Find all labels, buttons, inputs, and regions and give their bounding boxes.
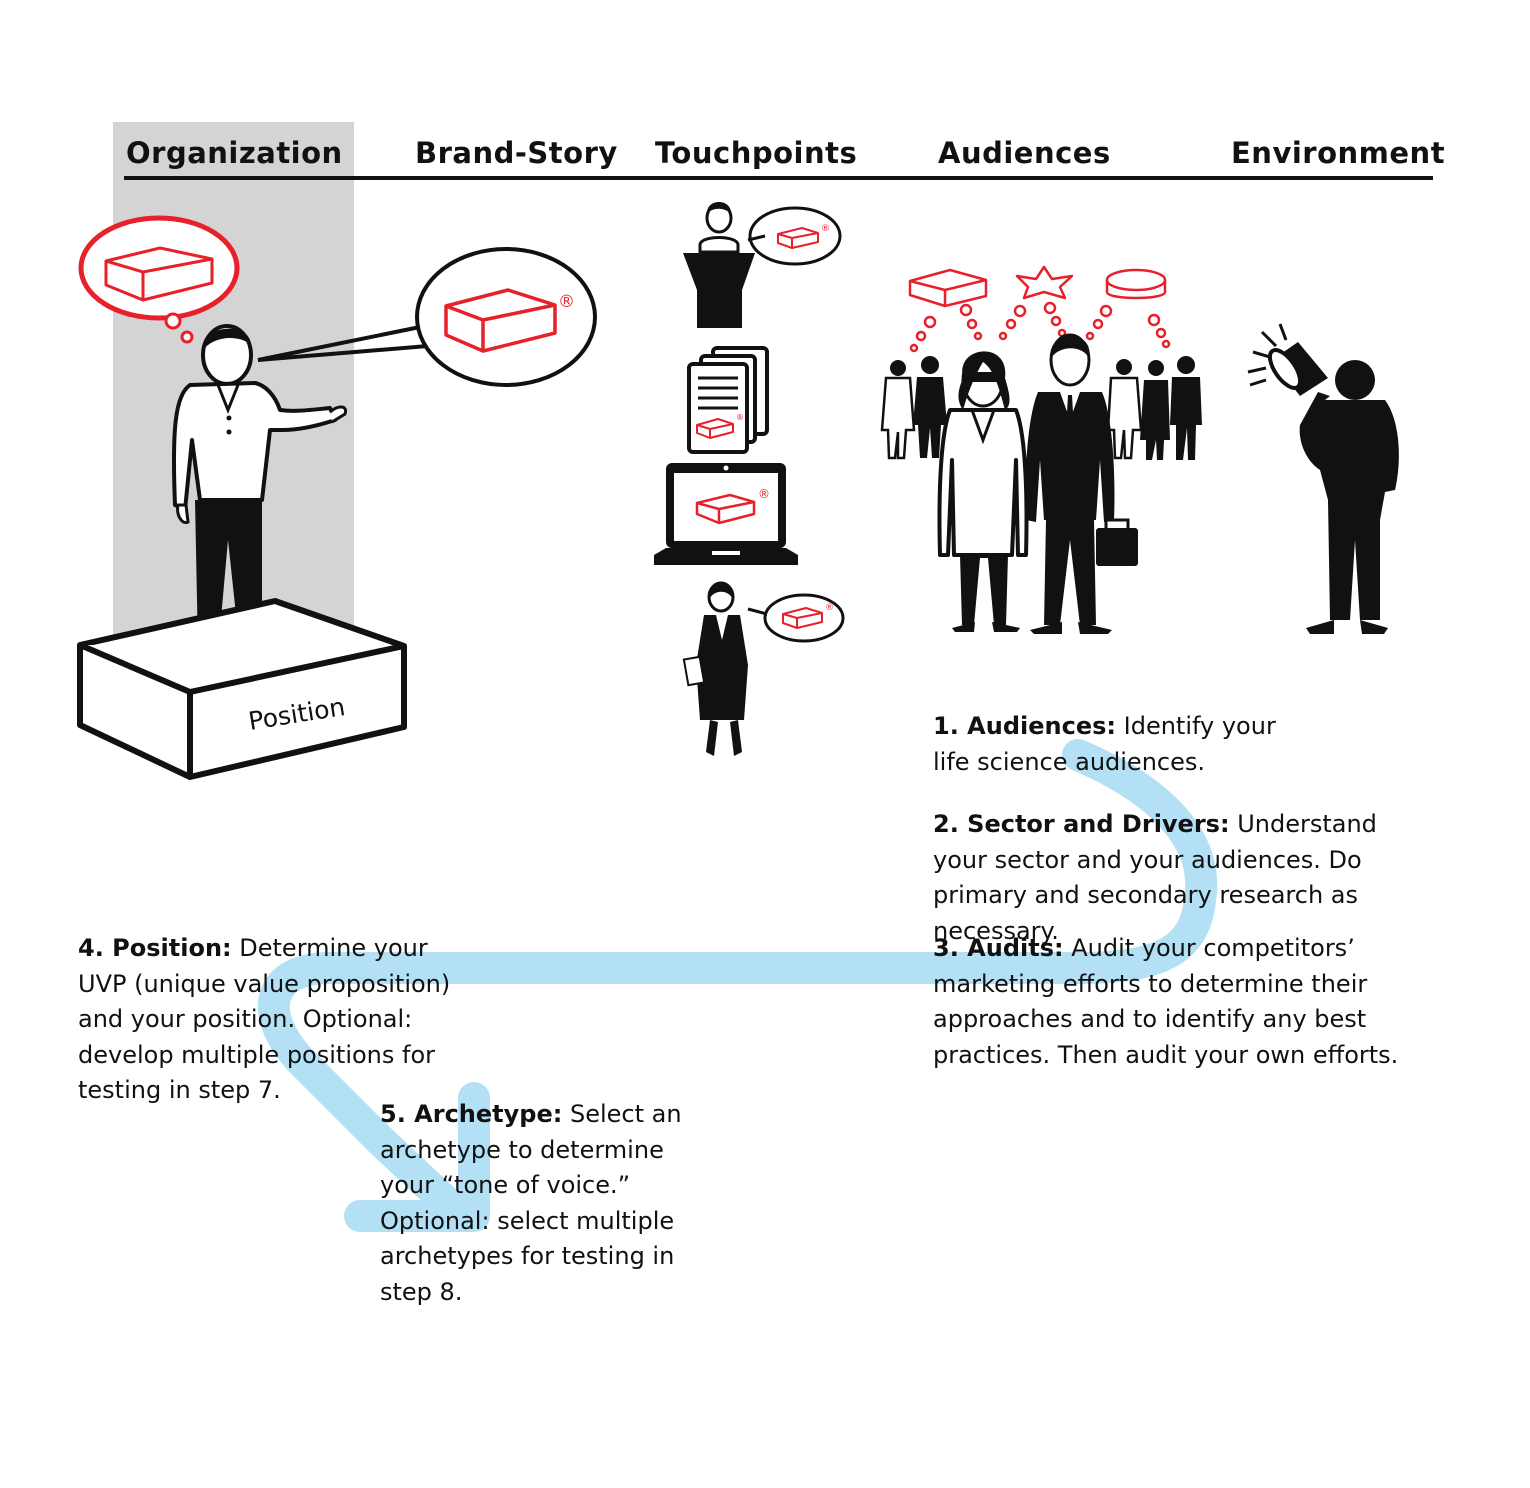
step-3-text: Audit your competitors’ marketing effort… — [933, 934, 1399, 1069]
svg-text:®: ® — [558, 292, 575, 312]
step-2-sector-drivers: 2. Sector and Drivers: Understand your s… — [933, 807, 1428, 949]
header-rule — [124, 176, 1433, 180]
step-4-lead: 4. Position: — [78, 934, 232, 962]
svg-text:®: ® — [825, 603, 834, 613]
process-path-arrowhead — [344, 1082, 490, 1232]
step-4-position: 4. Position: Determine your UVP (unique … — [78, 931, 478, 1109]
audience-thought-icons — [908, 265, 1171, 353]
step-1-text: Identify your life science audiences. — [933, 712, 1276, 776]
podium-speaker-icon: ® — [683, 202, 842, 328]
audience-crowd-icon — [880, 356, 1202, 460]
step-1-audiences: 1. Audiences: Identify your life science… — [933, 709, 1293, 780]
step-5-archetype: 5. Archetype: Select an archetype to det… — [380, 1097, 700, 1310]
svg-text:®: ® — [758, 487, 770, 501]
scientist-figure-icon — [937, 351, 1029, 632]
step-3-audits: 3. Audits: Audit your competitors’ marke… — [933, 931, 1423, 1073]
speech-bubble-icon: ® — [257, 247, 597, 387]
businessman-figure-icon — [1025, 333, 1138, 634]
svg-text:®: ® — [821, 224, 830, 234]
step-2-lead: 2. Sector and Drivers: — [933, 810, 1230, 838]
step-1-lead: 1. Audiences: — [933, 712, 1116, 740]
column-header-organization: Organization — [126, 136, 343, 170]
megaphone-figure-icon — [1247, 323, 1399, 634]
process-path-arrow — [258, 739, 1218, 1231]
column-header-audiences: Audiences — [938, 136, 1111, 170]
step-2-text: Understand your sector and your audience… — [933, 810, 1377, 945]
businesswoman-icon: ® — [682, 581, 845, 756]
step-5-text: Select an archetype to determine your “t… — [380, 1100, 682, 1306]
svg-text:®: ® — [736, 413, 744, 422]
column-header-touchpoints: Touchpoints — [655, 136, 858, 170]
document-stack-icon: ® — [687, 346, 769, 454]
column-header-environment: Environment — [1231, 136, 1446, 170]
laptop-icon: ® — [654, 463, 798, 565]
step-5-lead: 5. Archetype: — [380, 1100, 563, 1128]
column-header-brand-story: Brand-Story — [415, 136, 618, 170]
thought-bubble-icon — [78, 215, 240, 344]
step-3-lead: 3. Audits: — [933, 934, 1064, 962]
step-4-text: Determine your UVP (unique value proposi… — [78, 934, 451, 1104]
position-pedestal-icon — [77, 598, 407, 780]
